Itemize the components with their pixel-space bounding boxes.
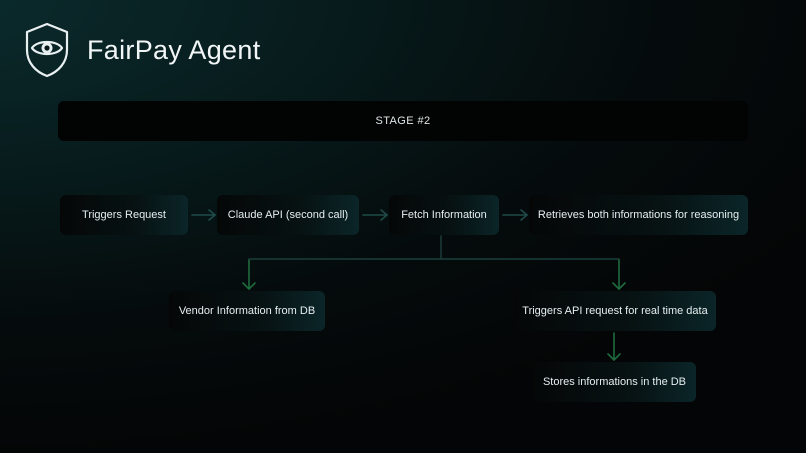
arrow-claude-to-fetch (362, 209, 388, 221)
app-title: FairPay Agent (87, 34, 261, 65)
arrow-to-triggers-api (612, 259, 626, 290)
node-vendor-information: Vendor Information from DB (169, 291, 325, 331)
arrow-to-vendor-information (242, 259, 256, 290)
node-claude-api: Claude API (second call) (217, 195, 359, 235)
arrow-to-stores-informations (607, 332, 621, 361)
node-fetch-information: Fetch Information (389, 195, 499, 235)
node-triggers-api-request: Triggers API request for real time data (514, 291, 716, 331)
arrow-fetch-to-retrieves (502, 209, 528, 221)
node-triggers-request: Triggers Request (60, 195, 188, 235)
stage-banner: STAGE #2 (58, 101, 748, 141)
branch-connector (248, 235, 620, 260)
node-stores-informations: Stores informations in the DB (533, 362, 696, 402)
arrow-triggers-to-claude (191, 209, 216, 221)
header: FairPay Agent (24, 22, 261, 78)
eye-shield-icon (25, 22, 69, 78)
node-retrieves-both-informations: Retrieves both informations for reasonin… (529, 195, 748, 235)
